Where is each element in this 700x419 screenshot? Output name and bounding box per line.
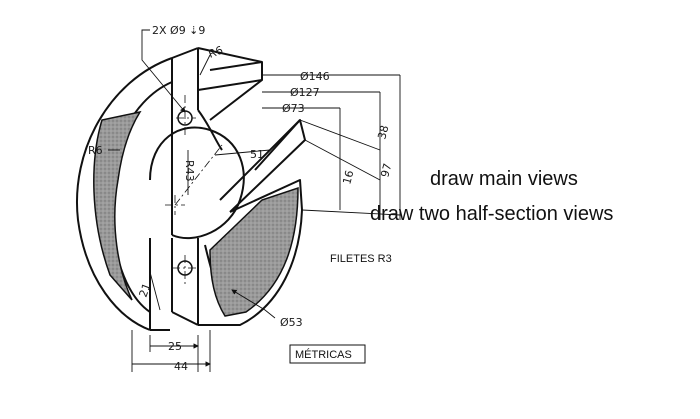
instruction-main-views: draw main views (430, 168, 578, 190)
dim-fillet-top: R6 (207, 44, 225, 61)
dim-r43: R43 (183, 160, 196, 182)
dim-d53: Ø53 (280, 316, 303, 329)
dim-v16: 16 (340, 169, 356, 186)
left-section-face (93, 110, 142, 301)
dim-v97: 97 (378, 162, 394, 179)
dim-w44: 44 (174, 360, 188, 373)
dim-d73: Ø73 (282, 102, 305, 115)
dim-d127: Ø127 (290, 86, 320, 99)
centerlines (165, 95, 223, 285)
instruction-half-section: draw two half-section views (370, 203, 613, 225)
units-label: MÉTRICAS (295, 348, 352, 361)
dim-v38: 38 (375, 124, 391, 141)
dim-holes: 2X Ø9 ⇣9 (152, 24, 205, 37)
dim-len21: 21 (137, 281, 154, 299)
bottom-bolt-hole (177, 260, 193, 276)
dim-len51: 51 (250, 148, 264, 161)
dim-w25: 25 (168, 340, 182, 353)
fillets-note: FILETES R3 (330, 253, 392, 265)
units-box (289, 344, 366, 364)
dimension-texts: 2X Ø9 ⇣9 R6 Ø146 Ø127 Ø73 R43 51 38 16 9… (88, 24, 395, 373)
right-section-face (209, 186, 299, 317)
dim-fillet-left: R6 (88, 144, 103, 157)
dim-d146: Ø146 (300, 70, 330, 83)
dimension-lines (108, 29, 401, 372)
